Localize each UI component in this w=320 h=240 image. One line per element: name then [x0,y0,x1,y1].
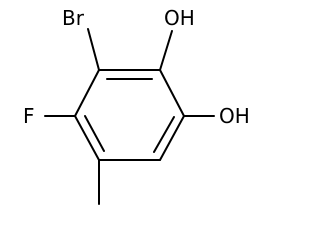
bond-c1-br [87,28,100,71]
atom-label-br: Br [62,6,85,30]
atom-label-f: F [23,104,35,128]
structure-diagram: Br OH F OH [23,6,250,205]
atom-label-oh-right: OH [219,104,250,128]
bond-ring-c3-c4-inner [153,116,175,153]
bond-ring-c5-c6 [74,115,100,161]
bond-ring-c6-c1 [74,69,100,117]
bond-ring-c2-c3 [159,69,185,117]
bond-ring-c5-c6-inner [84,115,105,152]
bond-c2-oh-top [159,30,173,71]
bond-ring-c3-c4 [159,115,185,161]
atom-label-oh-top: OH [164,6,195,30]
